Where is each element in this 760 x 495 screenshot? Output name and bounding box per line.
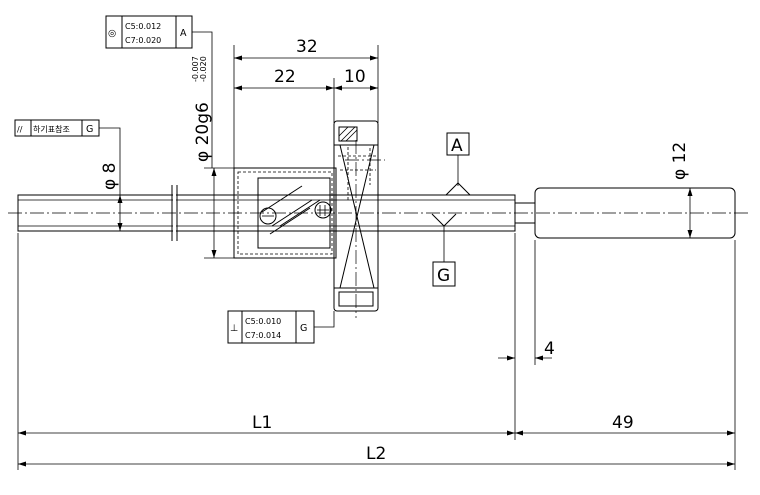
runout-frame: ◎ C5:0.012 C7:0.020 A [105, 15, 213, 168]
perpendicular-symbol: ⊥ [230, 323, 238, 334]
runout-datum: A [180, 28, 187, 39]
flange-tol-upper: -0.007 [191, 56, 200, 82]
dim-l1-49: L1 49 [17, 233, 736, 470]
dim-shaft-diameter: φ 8 [100, 163, 123, 231]
dim-32: 32 [233, 37, 379, 170]
dim-flange-diameter: φ 20g6 -0.007 -0.020 [191, 56, 236, 259]
dim-l2: L2 [18, 444, 735, 467]
note-symbol: // [17, 125, 23, 134]
end-diameter-label: φ 12 [670, 142, 690, 180]
perpendicular-line2: C7:0.014 [245, 331, 281, 340]
flange-diameter-label: φ 20g6 [193, 102, 213, 162]
perpendicular-datum: G [300, 323, 307, 334]
runout-symbol: ◎ [108, 28, 116, 39]
note-frame: // 하기표참조 G [14, 119, 121, 195]
return-tube [259, 185, 332, 235]
dim-10-label: 10 [344, 67, 366, 87]
note-datum: G [86, 124, 93, 135]
runout-line1: C5:0.012 [125, 22, 161, 31]
dim-22-label: 22 [274, 67, 296, 87]
perpendicular-line1: C5:0.010 [245, 317, 281, 326]
shaft-diameter-label: φ 8 [100, 163, 120, 190]
dim-end-diameter: φ 12 [670, 142, 693, 238]
dim-22-10: 22 10 [234, 67, 378, 123]
dim-l2-label: L2 [366, 444, 386, 464]
datum-a-label: A [451, 136, 463, 156]
runout-line2: C7:0.020 [125, 36, 161, 45]
dim-4: 4 [498, 233, 555, 440]
datum-a: A [445, 132, 471, 196]
perpendicular-frame: ⊥ C5:0.010 C7:0.014 G [227, 310, 335, 344]
flange-tol-lower: -0.020 [199, 56, 208, 82]
datum-g: G [431, 213, 457, 287]
dim-32-label: 32 [296, 37, 318, 57]
note-text: 하기표참조 [33, 124, 70, 134]
dim-49-label: 49 [612, 413, 634, 433]
dim-4-label: 4 [544, 339, 555, 359]
datum-g-label: G [437, 266, 450, 286]
dim-l1-label: L1 [252, 413, 272, 433]
